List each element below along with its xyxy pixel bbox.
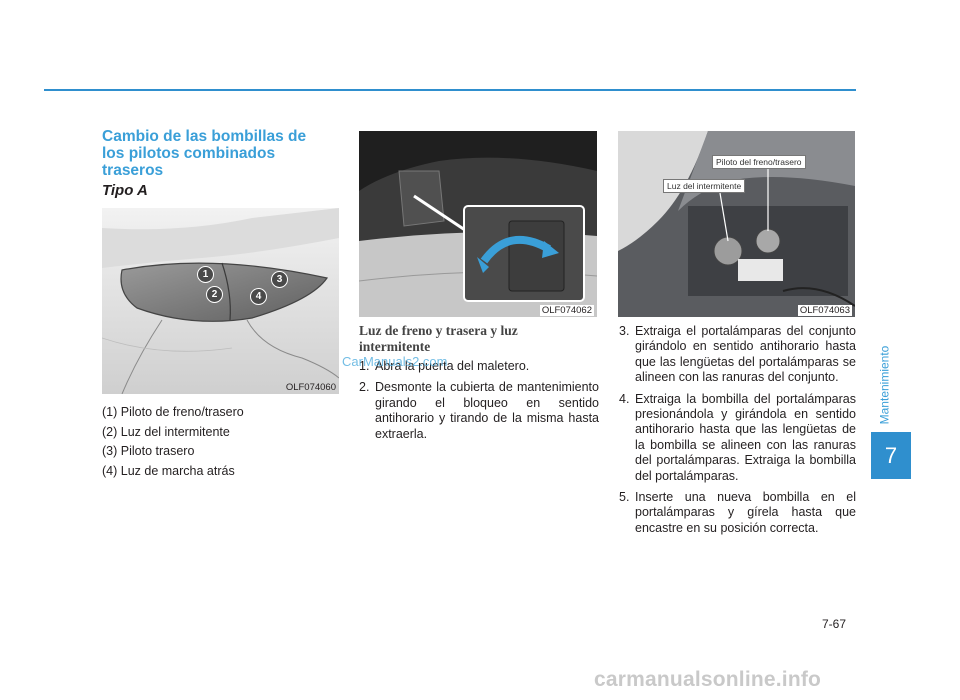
step-number: 4. (619, 391, 630, 406)
callout-3: 3 (271, 271, 288, 288)
step-item: 5. Inserte una nueva bombilla en el port… (619, 490, 856, 536)
legend-item: (2) Luz del intermitente (102, 424, 230, 439)
step-item: 1. Abra la puerta del maletero. (359, 359, 599, 374)
trunk-cover-figure: OLF074062 (359, 131, 597, 317)
step-number: 3. (619, 324, 630, 338)
step-text: Extraiga el portalámparas del conjunto g… (635, 324, 856, 385)
figure-code: OLF074062 (539, 305, 594, 316)
procedure-steps-1: 1. Abra la puerta del maletero. 2. Desmo… (359, 359, 599, 448)
legend-item: (3) Piloto trasero (102, 444, 195, 458)
step-number: 1. (359, 359, 370, 373)
step-number: 2. (359, 380, 370, 395)
step-number: 5. (619, 490, 630, 505)
lamp-socket-figure: Piloto del freno/trasero Luz del intermi… (618, 131, 855, 317)
figure-legend: (1) Piloto de freno/trasero (2) Luz del … (102, 403, 244, 481)
callout-1: 1 (197, 266, 214, 283)
step-item: 2. Desmonte la cubierta de mantenimiento… (359, 380, 599, 442)
procedure-steps-2: 3. Extraiga el portalámparas del conjunt… (619, 324, 856, 542)
legend-item: (4) Luz de marcha atrás (102, 463, 235, 478)
chapter-title: Mantenimiento (877, 345, 891, 425)
step-item: 3. Extraiga el portalámparas del conjunt… (619, 324, 856, 386)
step-item: 4. Extraiga la bombilla del portalámpara… (619, 392, 856, 484)
callout-2: 2 (206, 286, 223, 303)
procedure-heading: Luz de freno y trasera y luz intermitent… (359, 323, 518, 354)
figure-code: OLF074063 (797, 305, 852, 316)
chapter-tab: 7 (871, 432, 911, 479)
figure-code: OLF074060 (285, 382, 336, 393)
footer-watermark: carmanualsonline.info (594, 668, 822, 691)
page-number: 7-67 (822, 617, 847, 631)
legend-item: (1) Piloto de freno/trasero (102, 405, 244, 419)
turn-signal-label: Luz del intermitente (663, 179, 746, 193)
step-text: Inserte una nueva bombilla en el portalá… (635, 490, 856, 535)
step-text: Desmonte la cubierta de mantenimiento gi… (375, 380, 599, 441)
chapter-side-label: Mantenimiento (874, 330, 894, 440)
sub-heading: Tipo A (102, 182, 148, 199)
watermark: CarManuals2.com (342, 354, 448, 369)
callout-4: 4 (250, 288, 267, 305)
top-rule (44, 89, 856, 91)
brake-light-label: Piloto del freno/trasero (712, 155, 806, 169)
section-heading: Cambio de las bombillas de los pilotos c… (102, 128, 307, 179)
step-text: Extraiga la bombilla del portalámparas p… (635, 391, 856, 483)
tail-lamp-figure: 1 2 3 4 OLF074060 (102, 208, 339, 394)
step-text: Abra la puerta del maletero. (375, 359, 530, 373)
